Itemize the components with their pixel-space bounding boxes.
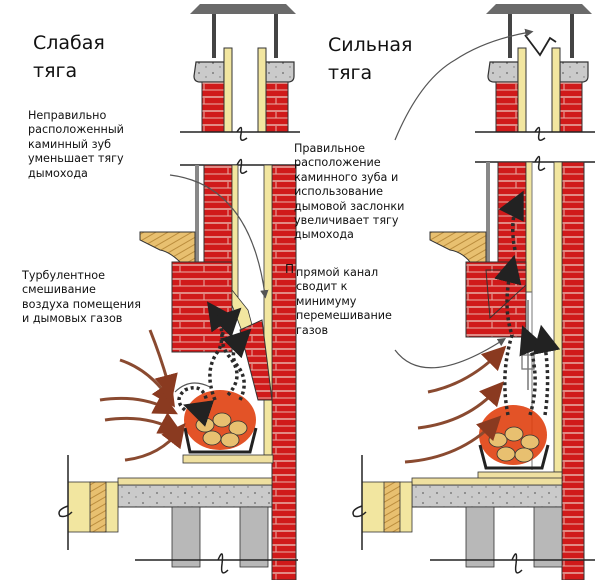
left-grate	[183, 427, 258, 454]
left-room-air-arrows	[99, 329, 186, 462]
right-grate	[478, 444, 550, 470]
left-concrete-slab	[117, 484, 273, 508]
left-note-incorrect-tooth: Неправильно расположенный каминный зуб у…	[28, 109, 124, 180]
right-top-brick-left	[495, 81, 519, 133]
break-symbol	[236, 158, 248, 174]
left-back-brick-wall	[271, 164, 297, 580]
left-title-line2: тяга	[33, 60, 78, 82]
right-crown-left	[487, 61, 519, 83]
right-room-air-arrows	[404, 345, 507, 464]
right-support-2	[533, 506, 563, 568]
right-crown-right	[559, 61, 589, 83]
left-title-line1: Слабая	[33, 32, 105, 54]
right-floor-tiles	[411, 477, 563, 486]
right-chimney	[352, 4, 595, 580]
left-hearth-floor	[182, 454, 274, 464]
right-callout-line-top	[394, 28, 534, 141]
right-top-brick-right	[559, 81, 583, 133]
left-crown-right	[265, 61, 295, 83]
left-turbulent-smoke	[177, 301, 252, 427]
break-symbol	[236, 126, 248, 141]
left-liner-front	[231, 164, 239, 306]
right-liner-back	[553, 161, 563, 473]
right-concrete-slab	[411, 484, 563, 508]
left-floor-tiles	[117, 477, 273, 486]
right-callout-line-bottom	[394, 338, 507, 369]
left-top-brick-right	[265, 81, 289, 133]
right-chimney-cap	[486, 4, 592, 58]
left-mantel-shelf	[139, 231, 196, 263]
left-liner-back	[263, 164, 273, 456]
left-chimney-cap	[190, 4, 296, 58]
right-straight-smoke	[494, 190, 561, 416]
left-support-2	[239, 506, 269, 568]
left-liner-top-right	[257, 47, 267, 133]
right-title-line2: тяга	[328, 62, 373, 84]
right-mantel-shelf	[429, 231, 487, 263]
top-damper	[524, 34, 557, 57]
right-note-correct-tooth: Правильное расположение каминного зуба и…	[294, 142, 405, 242]
right-liner-front	[525, 161, 533, 293]
left-top-brick-left	[201, 81, 225, 133]
right-liner-top-left	[517, 47, 527, 133]
right-liner-top-right	[551, 47, 561, 133]
left-liner-top-left	[223, 47, 233, 133]
left-support-1	[171, 506, 201, 568]
right-back-brick-wall	[561, 161, 585, 580]
left-crown-left	[193, 61, 225, 83]
left-wall-line	[195, 165, 199, 335]
section-marker: П	[285, 262, 295, 276]
left-note-turbulent-mixing: Турбулентное смешивание воздуха помещени…	[22, 269, 141, 326]
right-support-1	[465, 506, 495, 568]
right-note-straight-channel: прямой канал сводит к минимуму перемешив…	[296, 266, 392, 337]
right-wall-line	[486, 162, 490, 337]
left-callout-line	[169, 174, 269, 299]
left-chimney	[58, 4, 300, 580]
right-title-line1: Сильная	[328, 34, 413, 56]
